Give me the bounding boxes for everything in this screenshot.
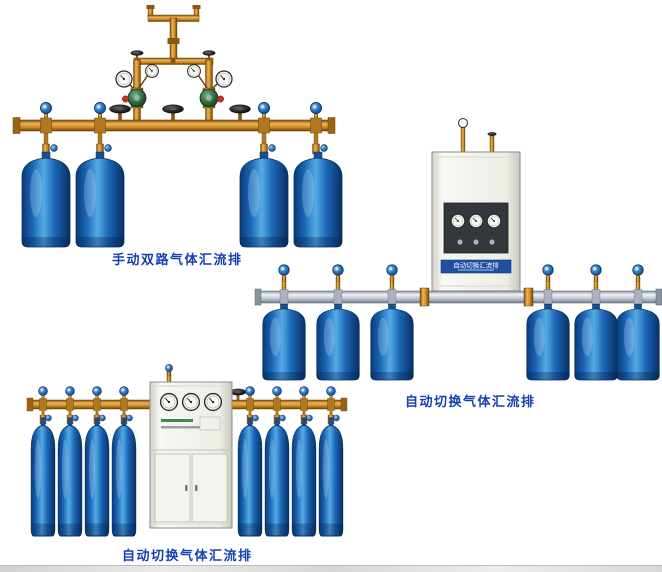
indicator-light bbox=[457, 239, 463, 245]
control-cabinet: 自动切换汇流排 bbox=[431, 118, 521, 292]
product-manual-dual-manifold[interactable] bbox=[12, 5, 343, 248]
black-handwheel-valve bbox=[229, 104, 251, 121]
pipe-valve bbox=[278, 264, 290, 305]
label-text-line bbox=[161, 419, 193, 422]
pipe-valve bbox=[590, 264, 602, 305]
blue-valve-knob bbox=[94, 102, 106, 121]
indicator-light bbox=[489, 239, 495, 245]
blue-valve-knob bbox=[590, 264, 602, 282]
gas-cylinder bbox=[616, 303, 660, 381]
blue-valve-knob bbox=[386, 264, 398, 282]
indicator-light bbox=[473, 239, 479, 245]
gas-cylinder bbox=[239, 151, 289, 248]
blue-valve-knob bbox=[40, 102, 52, 121]
product-auto-switch-wall[interactable]: 自动切换汇流排 bbox=[254, 118, 662, 381]
pipe-valve bbox=[332, 264, 344, 305]
pipe-valve bbox=[632, 264, 644, 305]
gas-cylinder bbox=[264, 417, 290, 537]
pressure-gauge bbox=[145, 64, 159, 78]
gas-cylinder bbox=[30, 417, 56, 537]
blue-valve-knob bbox=[165, 364, 173, 377]
gas-cylinder bbox=[111, 417, 137, 537]
gas-cylinder bbox=[262, 303, 306, 381]
switching-cabinet bbox=[149, 364, 233, 529]
gas-cylinder bbox=[318, 417, 344, 537]
pipe-valve bbox=[386, 264, 398, 305]
gas-cylinder bbox=[21, 151, 71, 248]
black-handwheel-valve bbox=[109, 104, 131, 121]
next-row-edge bbox=[0, 565, 662, 572]
cylinder-drop bbox=[94, 102, 112, 155]
pressure-gauge bbox=[486, 213, 502, 229]
gas-cylinder bbox=[75, 151, 125, 248]
label-text-line bbox=[161, 426, 205, 429]
gas-cylinder bbox=[291, 417, 317, 537]
caption-manual-dual-manifold[interactable]: 手动双路气体汇流排 bbox=[112, 253, 243, 268]
pressure-gauge bbox=[181, 392, 201, 412]
cylinder-drop bbox=[258, 102, 276, 155]
top-gauge bbox=[458, 118, 468, 128]
blue-valve-knob bbox=[258, 102, 270, 121]
gas-cylinder bbox=[293, 151, 343, 248]
gas-cylinder bbox=[526, 303, 570, 381]
black-handwheel-valve bbox=[162, 104, 184, 121]
cylinder-drop bbox=[40, 102, 58, 155]
top-valve bbox=[487, 132, 497, 136]
pressure-gauge bbox=[215, 70, 233, 88]
caption-auto-switch-floor[interactable]: 自动切换气体汇流排 bbox=[122, 549, 253, 564]
product-auto-switch-floor[interactable] bbox=[26, 364, 348, 537]
pressure-gauge bbox=[115, 70, 133, 88]
gas-cylinder bbox=[574, 303, 618, 381]
pressure-gauge bbox=[187, 64, 201, 78]
outlet-pipe-assembly bbox=[133, 5, 214, 65]
blue-valve-knob bbox=[278, 264, 290, 282]
manifold-pipe bbox=[254, 287, 662, 307]
door-handle bbox=[185, 485, 188, 491]
gas-cylinder bbox=[57, 417, 83, 537]
gas-cylinder bbox=[237, 417, 263, 537]
gas-cylinder bbox=[84, 417, 110, 537]
control-panel bbox=[199, 416, 221, 431]
cabinet-door bbox=[191, 453, 228, 523]
pipe-valve bbox=[542, 264, 554, 305]
gas-cylinder bbox=[370, 303, 414, 381]
blue-valve-knob bbox=[632, 264, 644, 282]
blue-valve-knob bbox=[542, 264, 554, 282]
pressure-regulator-left bbox=[115, 50, 159, 123]
pressure-gauge bbox=[450, 213, 466, 229]
door-handle bbox=[195, 485, 198, 491]
blue-valve-knob bbox=[332, 264, 344, 282]
blue-valve-knob bbox=[310, 102, 322, 121]
gas-cylinder bbox=[316, 303, 360, 381]
pressure-gauge bbox=[203, 392, 223, 412]
cabinet-name-plate: 自动切换汇流排 bbox=[440, 259, 512, 274]
pressure-gauge bbox=[468, 213, 484, 229]
plate-label: 自动切换汇流排 bbox=[453, 261, 499, 270]
pressure-gauge bbox=[159, 392, 179, 412]
cabinet-door bbox=[154, 453, 191, 523]
caption-auto-switch-wall[interactable]: 自动切换气体汇流排 bbox=[405, 395, 536, 410]
pressure-regulator-right bbox=[187, 50, 233, 123]
cylinder-drop bbox=[310, 102, 328, 155]
